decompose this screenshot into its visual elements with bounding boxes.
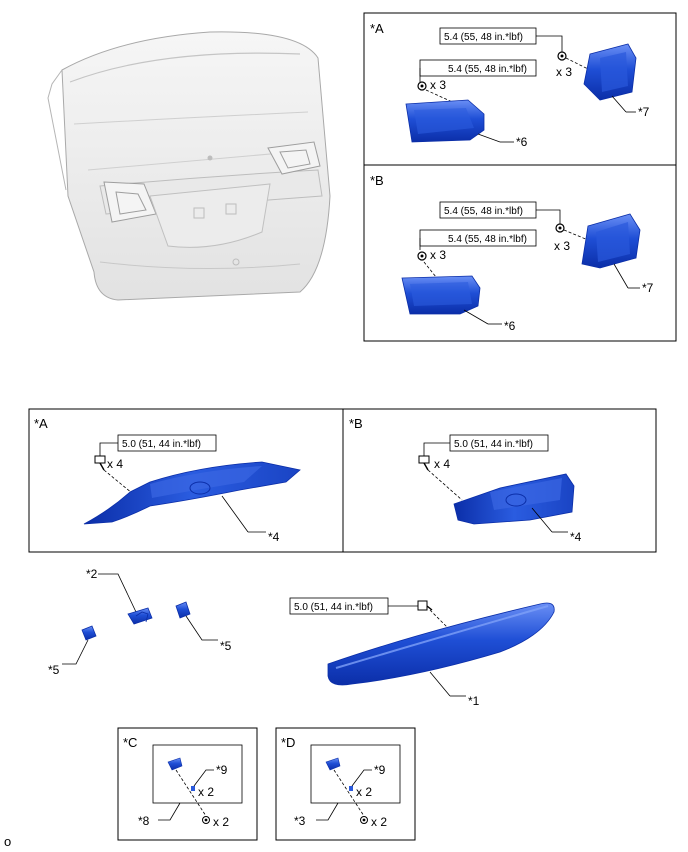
panel-top-b-title: *B (370, 173, 384, 188)
panel-top-b: *B 5.4 (55, 48 in.*lbf) x 3 *7 5.4 (55, … (363, 164, 677, 342)
camera-bracket (167, 757, 183, 771)
callout-right: *7 (638, 105, 650, 119)
bolt-icon (94, 455, 106, 471)
torque-upper-text: 5.4 (55, 48 in.*lbf) (444, 206, 523, 217)
callout-frame: *3 (294, 814, 306, 828)
panel-mid-b: *B 5.0 (51, 44 in.*lbf) x 4 *4 (342, 408, 657, 553)
qty-lower-text: x 3 (430, 248, 446, 262)
callout-left: *6 (516, 135, 528, 149)
callout: *1 (468, 694, 480, 708)
qty-text: x 4 (107, 457, 123, 471)
panel-c-title: *C (123, 735, 137, 750)
callout-right: *7 (642, 281, 654, 295)
torque-text: 5.0 (51, 44 in.*lbf) (122, 439, 201, 450)
opener-switch (127, 607, 153, 625)
cover-part-left (81, 625, 97, 641)
torque-text: 5.0 (51, 44 in.*lbf) (294, 602, 373, 613)
qty-lower-text: x 3 (430, 78, 446, 92)
bolt-icon (417, 600, 433, 611)
clip-icon (349, 786, 353, 791)
panel-top-a: *A 5.4 (55, 48 in.*lbf) x 3 *7 5.4 (55, … (363, 12, 677, 166)
bolt-icon (202, 816, 210, 824)
qty-text: x 4 (434, 457, 450, 471)
outside-handle-panel (83, 461, 301, 525)
camera-frame (310, 744, 401, 804)
qty-screw-text: x 2 (213, 815, 229, 829)
callout-left: *5 (48, 663, 60, 677)
panel-d: *D *9 x 2 x 2 *3 (275, 727, 416, 841)
back-door-garnish (327, 602, 555, 686)
callout-clip: *9 (216, 763, 228, 777)
panel-top-a-title: *A (370, 21, 384, 36)
torque-upper-text: 5.4 (55, 48 in.*lbf) (444, 32, 523, 43)
clip-icon (191, 786, 195, 791)
qty-upper-text: x 3 (556, 65, 572, 79)
cover-part-right (175, 601, 191, 619)
qty-screw-text: x 2 (371, 815, 387, 829)
bolt-icon (360, 816, 368, 824)
garnish-group: 5.0 (51, 44 in.*lbf) *1 (289, 597, 555, 708)
footer-mark: o (4, 834, 11, 849)
panel-mid-a-title: *A (34, 416, 48, 431)
panel-d-title: *D (281, 735, 295, 750)
small-parts-group: *2 *5 *5 (48, 567, 232, 677)
qty-clip-text: x 2 (198, 785, 214, 799)
callout-switch: *2 (86, 567, 98, 581)
torque-lower-text: 5.4 (55, 48 in.*lbf) (448, 64, 527, 75)
panel-mid-a: *A 5.0 (51, 44 in.*lbf) x 4 *4 (28, 408, 344, 553)
back-door-illustration (47, 31, 331, 301)
callout: *4 (268, 530, 280, 544)
torque-lower-text: 5.4 (55, 48 in.*lbf) (448, 234, 527, 245)
callout-left: *6 (504, 319, 516, 333)
camera-bracket (325, 757, 341, 771)
qty-upper-text: x 3 (554, 239, 570, 253)
qty-clip-text: x 2 (356, 785, 372, 799)
panel-c: *C *9 x 2 x 2 *8 (117, 727, 258, 841)
callout-right: *5 (220, 639, 232, 653)
panel-mid-b-title: *B (349, 416, 363, 431)
callout: *4 (570, 530, 582, 544)
camera-frame (152, 744, 243, 804)
bolt-icon (418, 455, 430, 471)
callout-clip: *9 (374, 763, 386, 777)
callout-frame: *8 (138, 814, 150, 828)
torque-text: 5.0 (51, 44 in.*lbf) (454, 439, 533, 450)
